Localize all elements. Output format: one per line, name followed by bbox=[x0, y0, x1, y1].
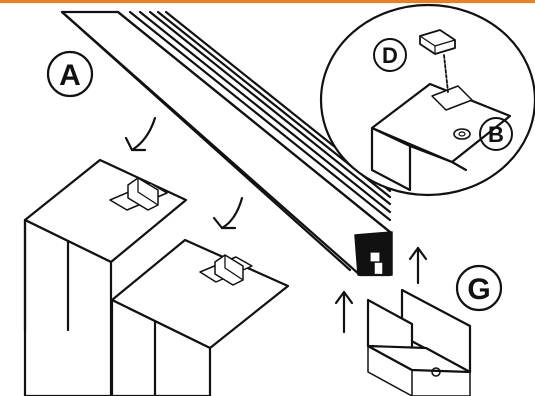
curved-arrow-right bbox=[222, 198, 242, 228]
label-a-text: A bbox=[59, 59, 81, 92]
label-g-text: G bbox=[467, 273, 490, 306]
label-g: G bbox=[457, 266, 501, 310]
label-b-text: B bbox=[488, 122, 504, 147]
curved-arrow-left bbox=[132, 118, 155, 150]
label-d-text: D bbox=[382, 43, 398, 68]
rail-end-slot bbox=[370, 252, 380, 262]
right-post bbox=[112, 240, 288, 396]
detail-callout bbox=[321, 5, 535, 195]
channel-g bbox=[368, 290, 470, 396]
label-a: A bbox=[48, 52, 92, 96]
